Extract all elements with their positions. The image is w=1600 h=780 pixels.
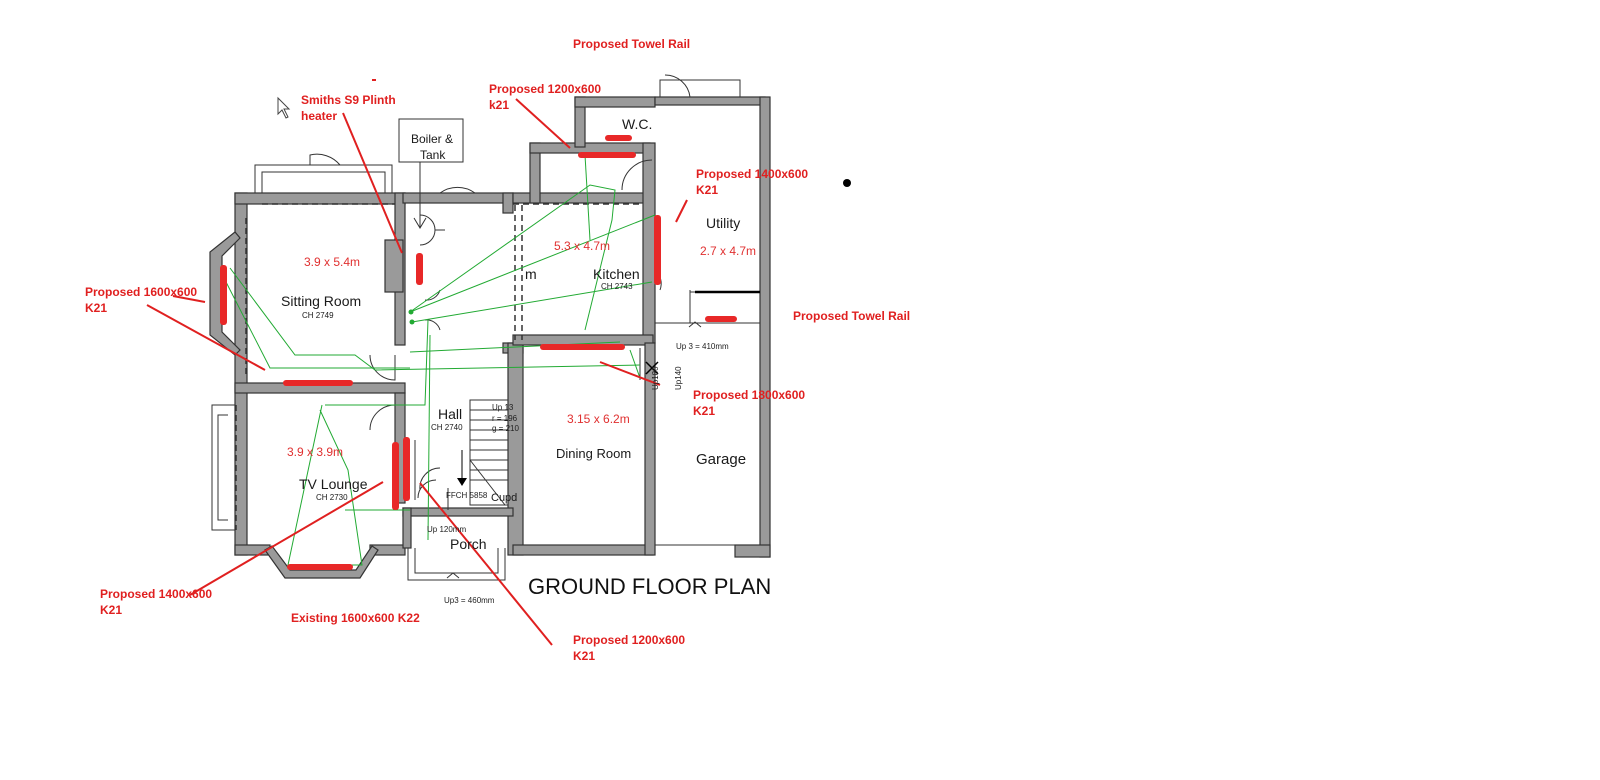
radiator-tv-bottom xyxy=(287,564,353,570)
room-dining-room-size: 3.15 x 6.2m xyxy=(567,412,630,426)
room-kitchen-size: 5.3 x 4.7m xyxy=(554,239,610,253)
annotation-1600-left-line1: Proposed 1600x600 xyxy=(85,285,197,299)
boiler-label-line1: Boiler & xyxy=(411,132,453,146)
room-sitting-room: Sitting Room xyxy=(281,293,361,309)
room-sitting-room-size: 3.9 x 5.4m xyxy=(304,255,360,269)
note-stair-g: g = 210 xyxy=(492,424,519,433)
note-up180: Up180 xyxy=(651,366,660,390)
door-swings xyxy=(309,74,691,499)
room-sitting-room-code: CH 2749 xyxy=(302,311,334,320)
annotation-1200-top-line1: Proposed 1200x600 xyxy=(489,82,601,96)
room-kitchen: Kitchen xyxy=(593,266,640,282)
radiator-kitchen-right xyxy=(654,215,661,285)
radiator-sitting-left xyxy=(220,265,227,325)
room-wc: W.C. xyxy=(622,116,652,132)
annotation-1200-top-line2: k21 xyxy=(489,98,509,112)
radiator-utility xyxy=(705,316,737,322)
room-utility: Utility xyxy=(706,215,740,231)
note-up-utility: Up 3 = 410mm xyxy=(676,342,729,351)
annotation-existing-k22: Existing 1600x600 K22 xyxy=(291,611,420,625)
boiler-box xyxy=(398,118,464,229)
radiator-tv-right-2 xyxy=(403,437,410,501)
annotation-1200-bottom-line1: Proposed 1200x600 xyxy=(573,633,685,647)
annotation-1400-right-line1: Proposed 1400x600 xyxy=(696,167,808,181)
room-tv-lounge: TV Lounge xyxy=(299,476,368,492)
radiator-kitchen-top xyxy=(578,152,636,158)
staircase xyxy=(414,399,509,510)
note-up140: Up140 xyxy=(674,366,683,390)
radiator-tv-right-1 xyxy=(392,442,399,510)
annotation-1800-line1: Proposed 1800x600 xyxy=(693,388,805,402)
radiator-dining xyxy=(540,344,625,350)
radiator-sitting-bottom xyxy=(283,380,353,386)
room-hall: Hall xyxy=(438,406,462,422)
plinth-heater xyxy=(416,253,423,285)
room-cupd: Cupd xyxy=(491,492,517,504)
plan-fragment-m: m xyxy=(525,266,537,282)
annotation-1800-line2: K21 xyxy=(693,404,715,418)
plan-title: GROUND FLOOR PLAN xyxy=(528,574,771,599)
room-tv-lounge-code: CH 2730 xyxy=(316,493,348,502)
note-ffch: FFCH 5858 xyxy=(446,491,488,500)
annotation-1400-right-line2: K21 xyxy=(696,183,718,197)
boiler-label-line2: Tank xyxy=(420,148,446,162)
leader-lines xyxy=(146,79,688,646)
note-up-porch: Up 120mm xyxy=(427,525,466,534)
note-up-entry: Up3 = 460mm xyxy=(444,596,495,605)
annotation-1400-bottom-line1: Proposed 1400x600 xyxy=(100,587,212,601)
annotation-smiths-line1: Smiths S9 Plinth xyxy=(301,93,396,107)
room-dining-room: Dining Room xyxy=(556,446,631,461)
radiators xyxy=(220,135,737,570)
annotation-smiths-line2: heater xyxy=(301,109,337,123)
room-tv-lounge-size: 3.9 x 3.9m xyxy=(287,445,343,459)
room-garage: Garage xyxy=(696,451,746,468)
radiator-wc xyxy=(605,135,632,141)
note-stair-r: r = 196 xyxy=(492,414,518,423)
annotation-towel-rail-right: Proposed Towel Rail xyxy=(793,309,910,323)
markers xyxy=(277,96,851,579)
room-kitchen-code: CH 2743 xyxy=(601,282,633,291)
room-utility-size: 2.7 x 4.7m xyxy=(700,244,756,258)
room-porch: Porch xyxy=(450,536,487,552)
annotation-1200-bottom-line2: K21 xyxy=(573,649,595,663)
room-hall-code: CH 2740 xyxy=(431,423,463,432)
dashed-openings xyxy=(235,203,643,530)
note-stair-up: Up 13 xyxy=(492,403,514,412)
annotation-1400-bottom-line2: K21 xyxy=(100,603,122,617)
annotation-towel-rail-top: Proposed Towel Rail xyxy=(573,37,690,51)
annotation-1600-left-line2: K21 xyxy=(85,301,107,315)
pipe-runs xyxy=(224,154,656,566)
